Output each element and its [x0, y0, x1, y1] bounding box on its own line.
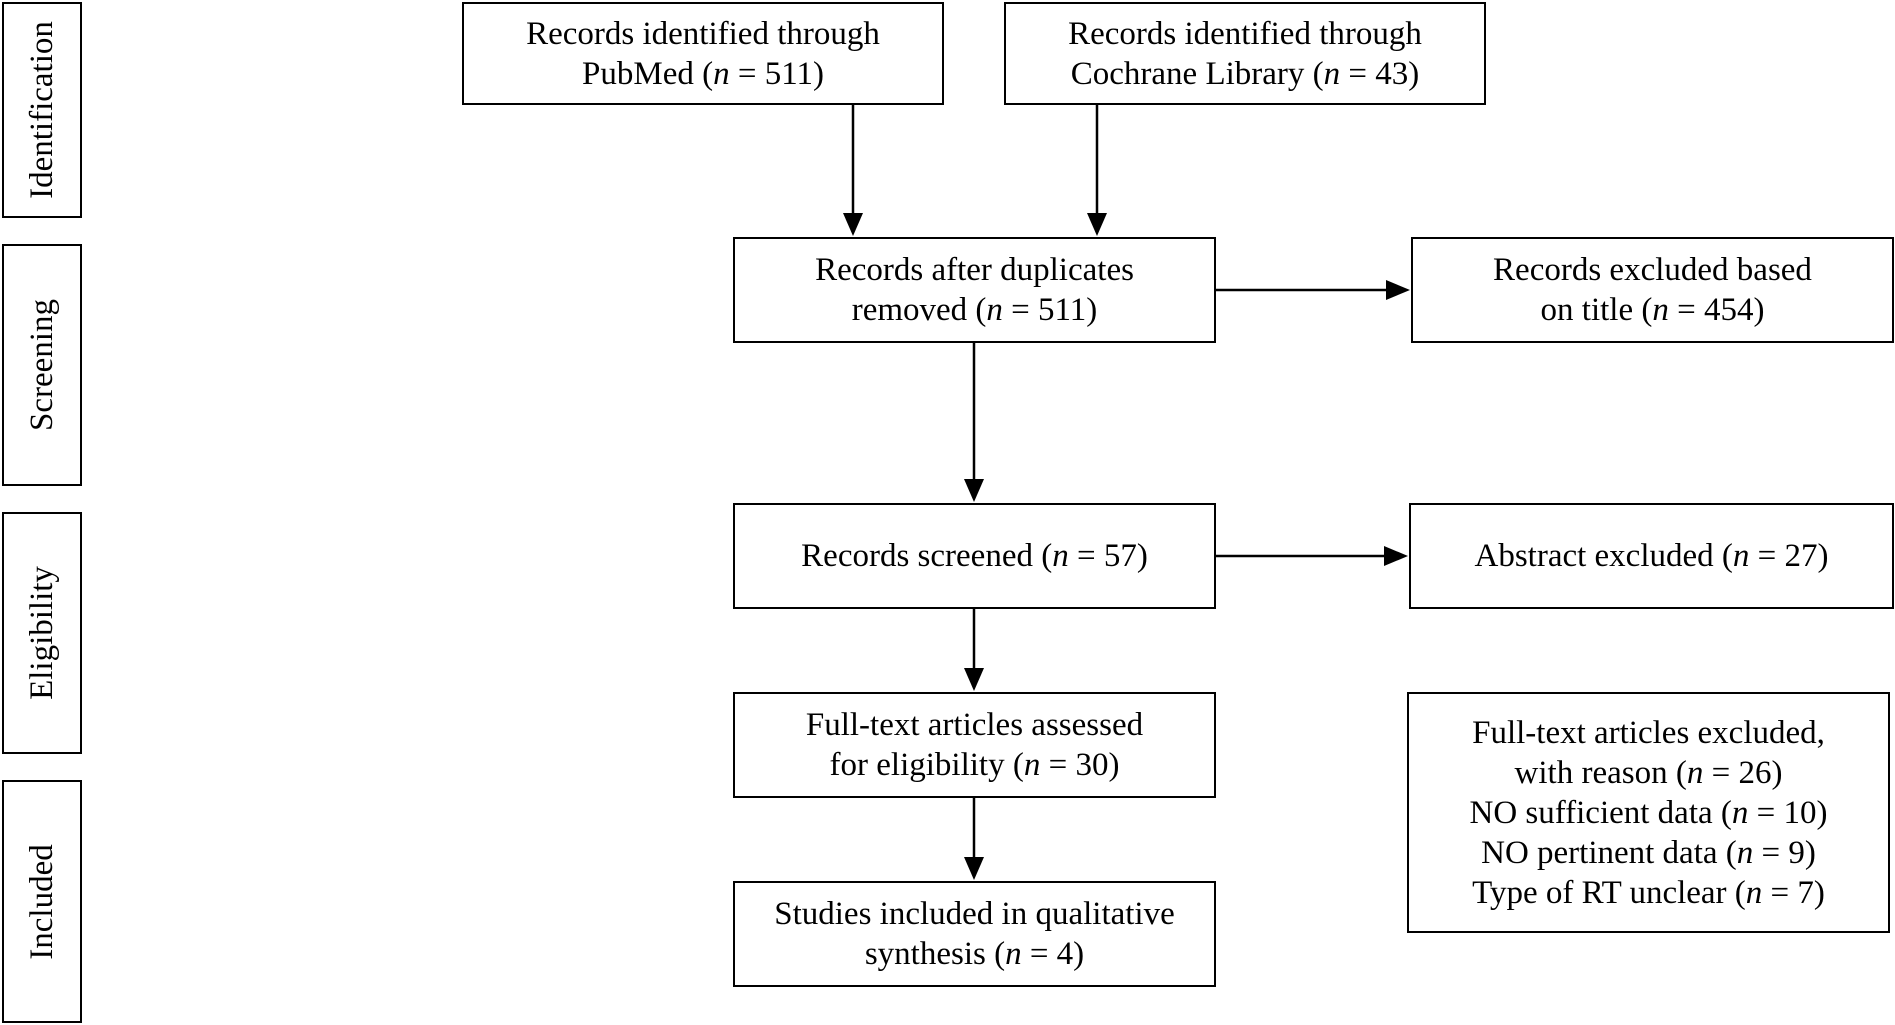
arrowhead-screened-to-abstract-excluded: [1384, 546, 1408, 566]
box-line-text: Records excluded based: [1493, 252, 1812, 288]
arrowhead-full-text-to-included: [964, 857, 984, 880]
box-line-count: = 57): [1068, 538, 1148, 574]
box-line: Cochrane Library (n = 43): [1071, 54, 1420, 94]
box-line-prefix: Cochrane Library (: [1070, 55, 1324, 92]
stage-included: Included: [2, 780, 82, 1023]
box-full-text-excluded: Full-text articles excluded,with reason …: [1407, 692, 1890, 933]
box-line-prefix: NO pertinent data (: [1481, 834, 1737, 871]
box-line-prefix: NO sufficient data (: [1469, 794, 1732, 831]
box-line-prefix: Abstract excluded (: [1474, 538, 1733, 574]
box-line-prefix: removed (: [851, 292, 987, 328]
box-line: Full-text articles excluded,: [1472, 713, 1825, 753]
box-line: on title (n = 454): [1541, 290, 1765, 330]
box-line-count: = 27): [1749, 538, 1829, 574]
sample-size-symbol: n: [1736, 834, 1754, 871]
box-line: Records after duplicates: [815, 250, 1134, 290]
box-abstract-excluded: Abstract excluded (n = 27): [1409, 503, 1894, 609]
box-line-text: Full-text articles excluded,: [1472, 714, 1825, 751]
box-line: Records excluded based: [1493, 250, 1812, 290]
box-line-text: Full-text articles assessed: [805, 707, 1144, 743]
box-line: Records screened (n = 57): [801, 536, 1148, 576]
sample-size-symbol: n: [1732, 538, 1750, 574]
sample-size-symbol: n: [713, 55, 730, 92]
box-line-count: = 30): [1040, 747, 1120, 783]
arrowhead-duplicates-to-excluded-title: [1386, 280, 1410, 300]
box-line-prefix: synthesis (: [864, 936, 1006, 972]
arrowhead-cochrane-to-duplicates: [1087, 213, 1107, 236]
sample-size-symbol: n: [1052, 538, 1069, 574]
box-line-prefix: Type of RT unclear (: [1472, 874, 1746, 911]
sample-size-symbol: n: [1323, 55, 1341, 92]
sample-size-symbol: n: [1023, 747, 1041, 783]
box-line-text: Records identified through: [1068, 15, 1422, 52]
box-line: Records identified through: [526, 14, 880, 54]
box-line: Full-text articles assessed: [806, 705, 1143, 745]
box-line-count: = 511): [729, 55, 824, 92]
sample-size-symbol: n: [1652, 292, 1669, 328]
box-line-count: = 26): [1703, 754, 1783, 791]
box-line: NO sufficient data (n = 10): [1470, 793, 1828, 833]
box-line: Studies included in qualitative: [774, 894, 1175, 934]
sample-size-symbol: n: [1005, 936, 1022, 972]
arrowhead-duplicates-to-screened: [964, 479, 984, 502]
box-line: Records identified through: [1068, 14, 1422, 54]
sample-size-symbol: n: [1745, 874, 1763, 911]
box-line-prefix: PubMed (: [582, 55, 714, 92]
box-line: removed (n = 511): [852, 290, 1098, 330]
box-line: Abstract excluded (n = 27): [1474, 536, 1828, 576]
box-line: for eligibility (n = 30): [830, 745, 1120, 785]
box-line: PubMed (n = 511): [582, 54, 824, 94]
sample-size-symbol: n: [986, 292, 1003, 328]
arrowhead-pubmed-to-duplicates: [843, 213, 863, 236]
box-records-screened: Records screened (n = 57): [733, 503, 1216, 609]
box-line: synthesis (n = 4): [865, 934, 1084, 974]
box-line-prefix: Records screened (: [801, 538, 1053, 574]
box-line-prefix: for eligibility (: [829, 747, 1024, 783]
arrowhead-screened-to-full-text: [964, 668, 984, 691]
stage-screening: Screening: [2, 244, 82, 486]
sample-size-symbol: n: [1731, 794, 1749, 831]
box-line-count: = 511): [1002, 292, 1098, 328]
box-line-text: Records identified through: [526, 15, 880, 52]
box-line-count: = 454): [1668, 292, 1765, 328]
box-line: with reason (n = 26): [1515, 753, 1783, 793]
sample-size-symbol: n: [1686, 754, 1704, 791]
box-line-text: Records after duplicates: [815, 252, 1134, 288]
stage-identification: Identification: [2, 2, 82, 218]
box-line-count: = 9): [1753, 834, 1816, 871]
box-line: NO pertinent data (n = 9): [1481, 833, 1816, 873]
box-line: Type of RT unclear (n = 7): [1472, 873, 1825, 913]
box-line-count: = 43): [1340, 55, 1420, 92]
box-line-text: Studies included in qualitative: [774, 896, 1175, 932]
box-line-count: = 7): [1762, 874, 1825, 911]
box-line-prefix: on title (: [1540, 292, 1653, 328]
box-line-count: = 4): [1021, 936, 1085, 972]
box-line-count: = 10): [1748, 794, 1828, 831]
stage-eligibility: Eligibility: [2, 512, 82, 754]
box-line-prefix: with reason (: [1514, 754, 1687, 791]
